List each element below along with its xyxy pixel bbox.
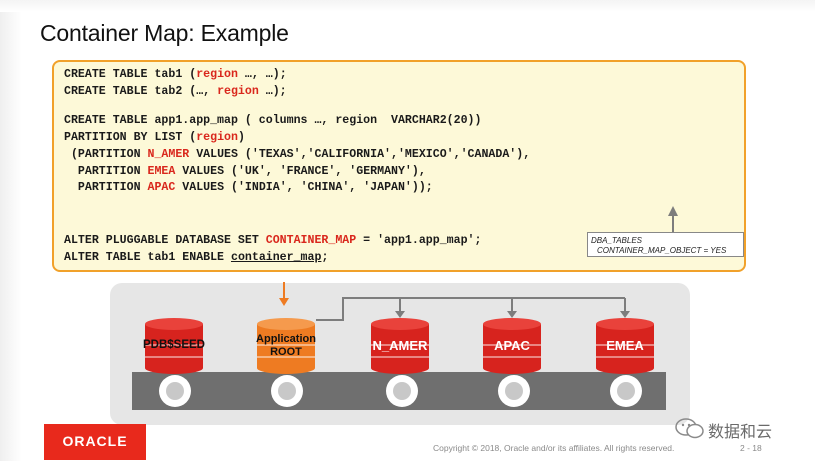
conveyor-wheel — [386, 375, 418, 407]
wechat-icon — [675, 418, 704, 439]
copyright-text: Copyright © 2018, Oracle and/or its affi… — [433, 443, 675, 453]
slide-top-shade — [0, 0, 815, 12]
container-label-apac: APAC — [494, 338, 530, 353]
conveyor-wheel — [610, 375, 642, 407]
container-application-root — [257, 318, 315, 374]
routing-arrowheads — [395, 311, 630, 318]
conveyor-wheel — [498, 375, 530, 407]
container-emea — [596, 318, 654, 374]
arrow-head-apac — [507, 311, 517, 318]
code-line-create-tab2: CREATE TABLE tab2 (…, region …); — [64, 85, 287, 98]
code-line-partition-by: PARTITION BY LIST (region) — [64, 131, 245, 144]
container-label-emea: EMEA — [606, 338, 644, 353]
oracle-logo-text: ORACLE — [62, 433, 128, 449]
page-number: 2 - 18 — [740, 443, 762, 453]
conveyor-wheel — [159, 375, 191, 407]
root-arrow-head — [279, 298, 289, 306]
routing-trunk-line — [316, 297, 625, 321]
arrow-head-namer — [395, 311, 405, 318]
dba-tables-label: DBA_TABLES — [591, 236, 642, 245]
oracle-logo: ORACLE — [44, 424, 146, 460]
slide-title: Container Map: Example — [40, 20, 289, 46]
dba-tables-callout: DBA_TABLES CONTAINER_MAP_OBJECT = YES — [587, 232, 744, 257]
watermark-text: 数据和云 — [708, 424, 773, 441]
arrow-head-emea — [620, 311, 630, 318]
code-line-partition-apac: PARTITION APAC VALUES ('INDIA', 'CHINA',… — [64, 181, 433, 194]
container-label-application-root: Application ROOT — [256, 333, 316, 358]
code-line-alter-pdb: ALTER PLUGGABLE DATABASE SET CONTAINER_M… — [64, 234, 482, 247]
partition-routing-lines — [316, 297, 626, 321]
watermark: 数据和云 — [674, 416, 784, 441]
code-line-partition-namer: (PARTITION N_AMER VALUES ('TEXAS','CALIF… — [64, 148, 531, 161]
container-label-pdbseed: PDB$SEED — [143, 339, 205, 351]
code-line-alter-table: ALTER TABLE tab1 ENABLE container_map; — [64, 251, 329, 264]
dba-container-map-object: CONTAINER_MAP_OBJECT = YES — [597, 246, 727, 255]
slide-left-shade — [0, 0, 22, 461]
code-line-partition-emea: PARTITION EMEA VALUES ('UK', 'FRANCE', '… — [64, 165, 426, 178]
container-label-namer: N_AMER — [372, 338, 428, 353]
container-pdbseed — [145, 318, 203, 374]
code-line-create-tab1: CREATE TABLE tab1 (region …, …); — [64, 68, 287, 81]
code-line-create-app-map: CREATE TABLE app1.app_map ( columns …, r… — [64, 114, 482, 127]
conveyor-wheel — [271, 375, 303, 407]
container-apac — [483, 318, 541, 374]
container-namer — [371, 318, 429, 374]
dba-arrow-head — [668, 206, 678, 216]
